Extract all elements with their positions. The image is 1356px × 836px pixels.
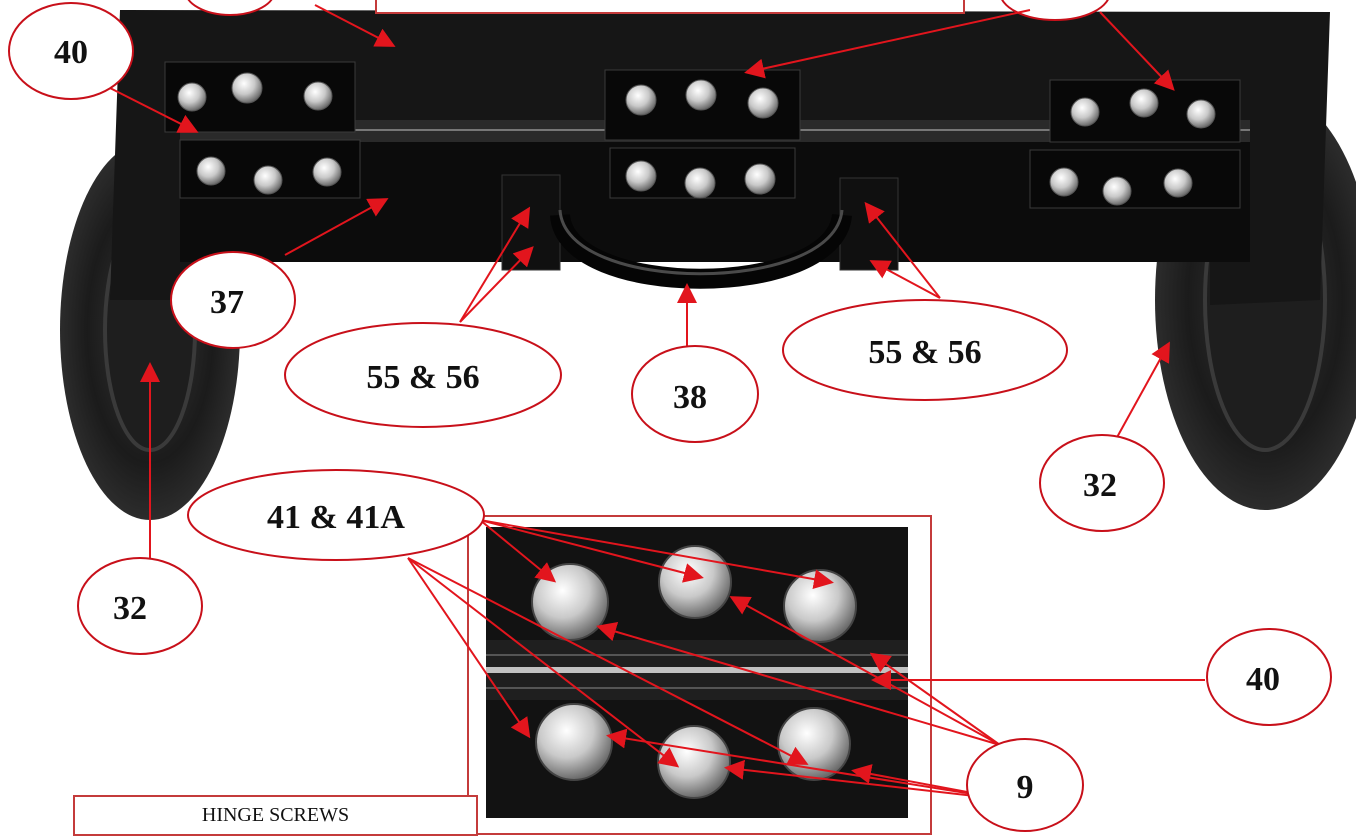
svg-text:37: 37 [210, 284, 244, 321]
callout-55-56-left: 55 & 56 [285, 323, 561, 427]
svg-text:38: 38 [673, 379, 707, 416]
hinge-screws-label: HINGE SCREWS [73, 795, 478, 836]
partial-label-box-top [376, 0, 964, 13]
svg-text:55 & 56: 55 & 56 [868, 334, 981, 371]
callout-40-bottom: 40 [1207, 629, 1331, 725]
inset-photo [468, 516, 931, 834]
callout-32-left: 32 [78, 558, 202, 654]
callout-40-top: 40 [9, 3, 133, 99]
callout-55-56-right: 55 & 56 [783, 300, 1067, 400]
svg-text:55 & 56: 55 & 56 [366, 359, 479, 396]
callout-9: 9 [967, 739, 1083, 831]
callout-41-41a: 41 & 41A [188, 470, 484, 560]
svg-text:9: 9 [1017, 769, 1034, 806]
svg-text:41 & 41A: 41 & 41A [267, 499, 405, 536]
callout-37: 37 [171, 252, 295, 348]
svg-text:40: 40 [54, 34, 88, 71]
svg-text:32: 32 [113, 590, 147, 627]
callout-38: 38 [632, 346, 758, 442]
svg-text:40: 40 [1246, 661, 1280, 698]
callout-32-right: 32 [1040, 435, 1164, 531]
svg-text:32: 32 [1083, 467, 1117, 504]
